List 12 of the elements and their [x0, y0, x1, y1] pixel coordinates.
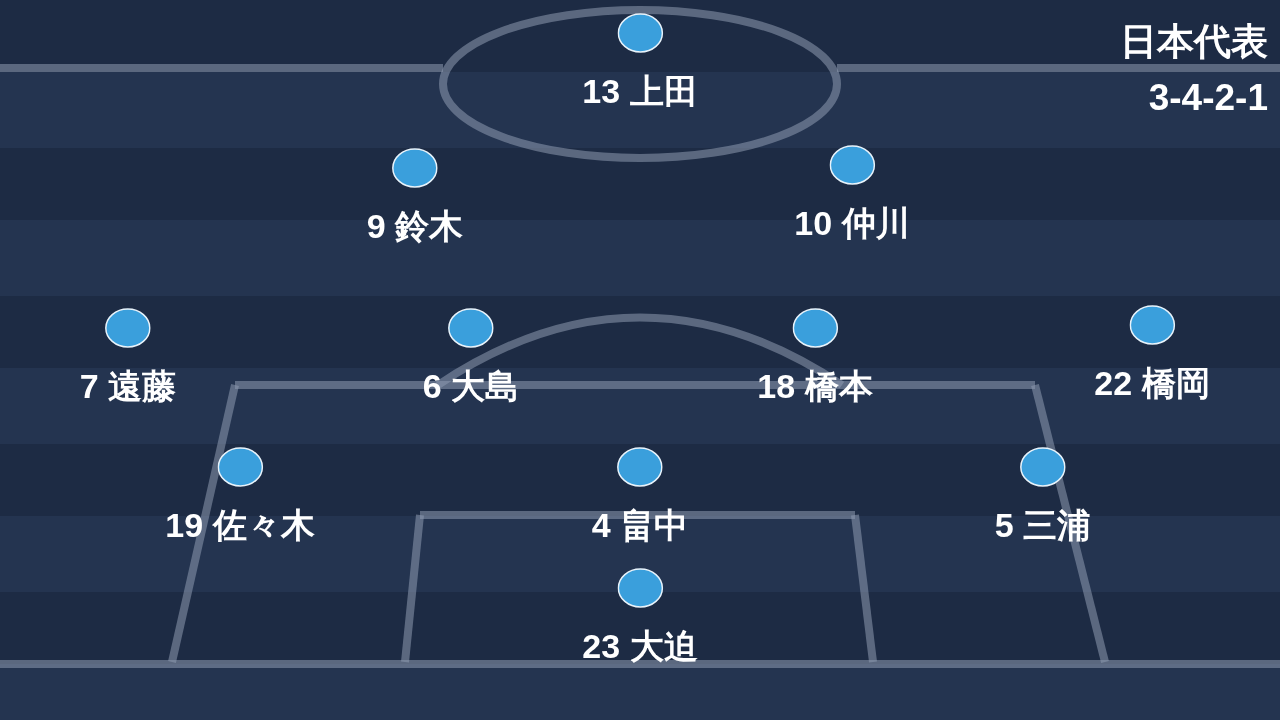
player-name: 7 遠藤 — [79, 366, 177, 407]
player-name: 22 橋岡 — [1094, 363, 1210, 404]
player-name: 9 鈴木 — [366, 206, 464, 247]
player-name: 23 大迫 — [582, 626, 698, 667]
player-name: 10 仲川 — [794, 203, 910, 244]
formation-title: 日本代表 3-4-2-1 — [1119, 20, 1268, 120]
player-name: 4 畠中 — [591, 505, 689, 546]
player-name: 13 上田 — [582, 71, 698, 112]
player-name: 18 橋本 — [757, 366, 873, 407]
player-name: 19 佐々木 — [165, 505, 315, 546]
player-name: 5 三浦 — [994, 505, 1092, 546]
player-name: 6 大島 — [422, 366, 520, 407]
